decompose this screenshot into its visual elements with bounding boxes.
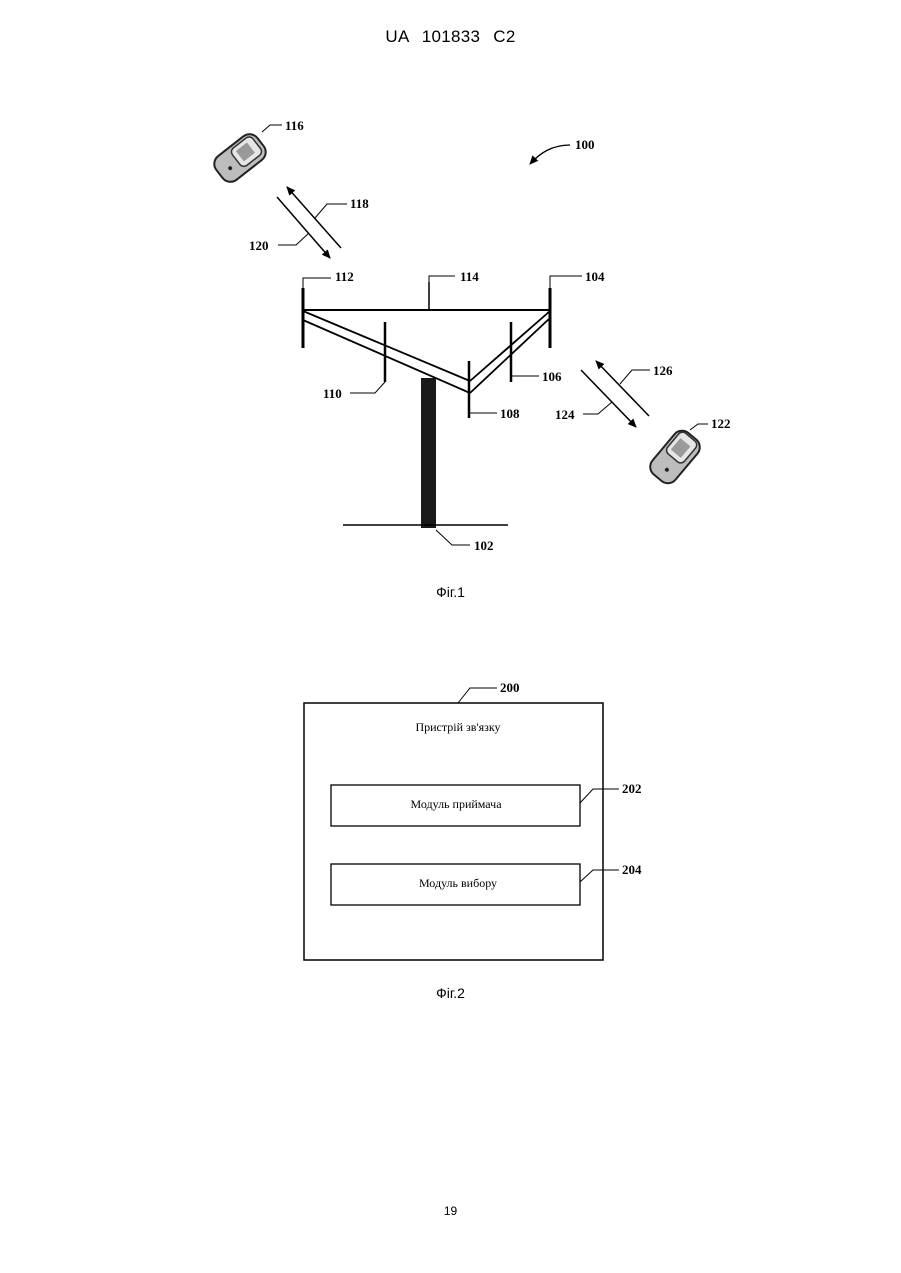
page-number: 19 — [0, 1204, 901, 1218]
leader-124 — [583, 402, 612, 414]
ref-label-102: 102 — [474, 538, 494, 553]
ref-label-106: 106 — [542, 369, 562, 384]
ref-label-110: 110 — [323, 386, 342, 401]
device-label: Пристрій зв'язку — [415, 720, 500, 734]
ref-label-116: 116 — [285, 118, 304, 133]
ref-label-114: 114 — [460, 269, 479, 284]
uplink-arrow-126 — [596, 361, 649, 416]
leader-104 — [550, 276, 582, 290]
ref-label-112: 112 — [335, 269, 354, 284]
base-station-mast — [421, 378, 436, 528]
receiver-module-label: Модуль приймача — [410, 797, 502, 811]
leader-122 — [690, 424, 708, 430]
ref-label-120: 120 — [249, 238, 269, 253]
leader-110 — [350, 382, 385, 393]
leader-114 — [429, 276, 455, 282]
leader-126 — [620, 370, 650, 384]
ref-label-126: 126 — [653, 363, 673, 378]
ref-label-108: 108 — [500, 406, 520, 421]
ref-label-124: 124 — [555, 407, 575, 422]
leader-116 — [262, 125, 282, 132]
leader-200 — [458, 688, 497, 703]
leader-112 — [303, 278, 331, 290]
leader-120 — [278, 233, 309, 245]
leader-118 — [315, 204, 347, 218]
arrow-100 — [530, 145, 570, 164]
figure-1-caption: Фіг.1 — [0, 584, 901, 600]
mobile-device-116 — [210, 130, 269, 186]
mobile-device-122 — [646, 427, 704, 488]
leader-102 — [436, 530, 470, 545]
downlink-arrow-124 — [581, 370, 636, 427]
ref-label-200: 200 — [500, 680, 520, 695]
communication-device-box — [304, 703, 603, 960]
ref-label-118: 118 — [350, 196, 369, 211]
figure-2-caption: Фіг.2 — [0, 985, 901, 1001]
ref-label-104: 104 — [585, 269, 605, 284]
ref-label-122: 122 — [711, 416, 731, 431]
selection-module-label: Модуль вибору — [419, 876, 497, 890]
ref-label-202: 202 — [622, 781, 642, 796]
ref-label-100: 100 — [575, 137, 595, 152]
figure-2-diagram: 200 202 204 Пристрій зв'язку Модуль прий… — [0, 670, 901, 970]
ref-label-204: 204 — [622, 862, 642, 877]
figure-1-diagram: 116 100 118 120 112 114 104 126 106 110 … — [0, 0, 901, 620]
